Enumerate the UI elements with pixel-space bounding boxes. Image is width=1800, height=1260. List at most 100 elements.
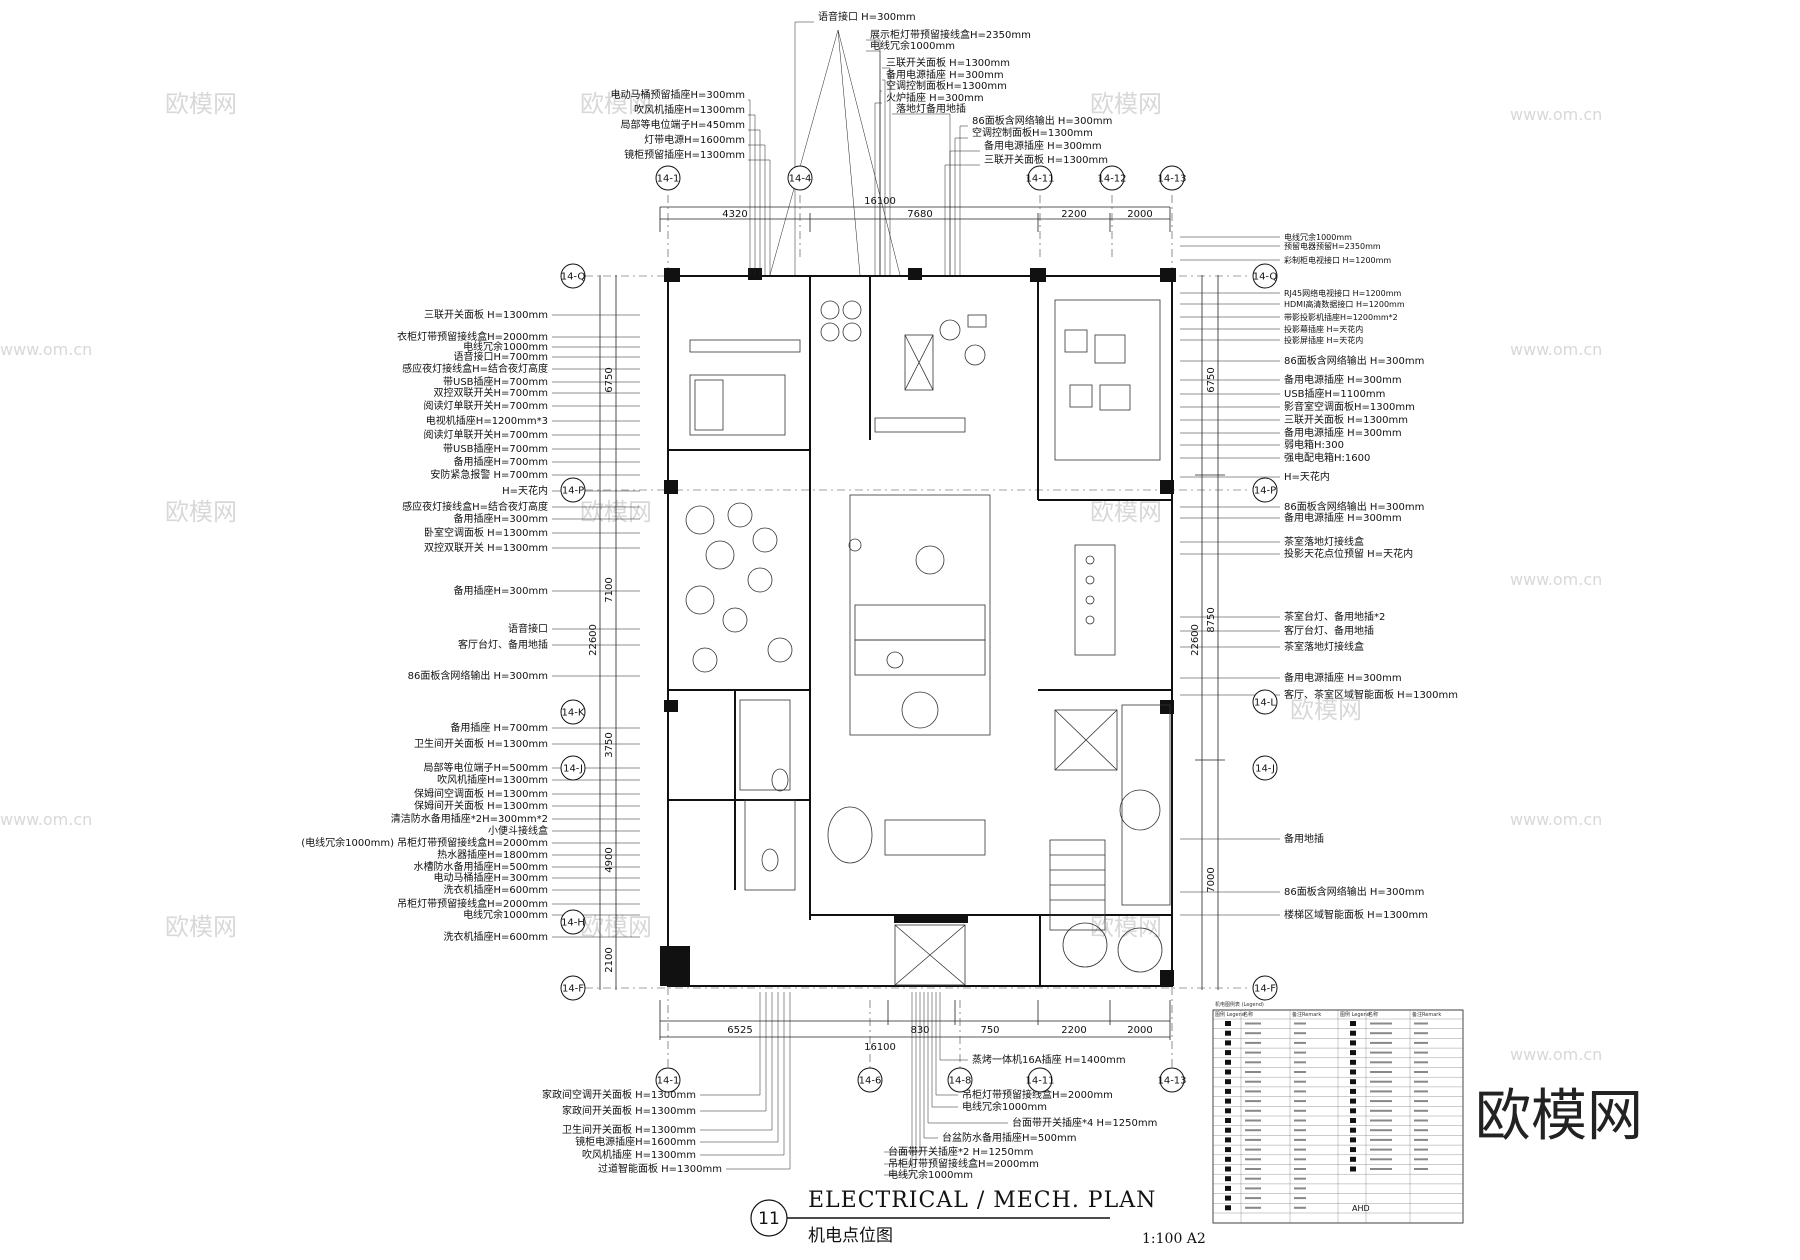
dim-top-seg1: 4320 <box>722 209 747 220</box>
annotation-left-label: 清洁防水备用插座*2H=300mm*2 <box>391 812 548 825</box>
grid-bubble <box>1027 165 1053 191</box>
annotation-left-label: 备用插座 H=700mm <box>450 721 548 734</box>
annotation-top-label: 备用电源插座 H=300mm <box>984 139 1102 152</box>
annotation-top-label: 备用电源插座 H=300mm <box>886 68 1004 81</box>
building-outline <box>667 275 1173 987</box>
annotation-top-label: 展示柜灯带预留接线盒H=2350mm <box>870 28 1031 41</box>
annotation-right-label: 投影天花点位预留 H=天花内 <box>1284 547 1413 560</box>
annotations-top: 语音接口 H=300mm 展示柜灯带预留接线盒H=2350mm电线冗余1000mm… <box>611 10 1113 166</box>
watermark-url: www.om.cn <box>0 340 92 359</box>
annotation-left-label: 带USB插座H=700mm <box>443 375 548 388</box>
furniture-layer <box>685 299 1171 986</box>
annotation-top-label: 火炉插座 H=300mm <box>886 91 984 104</box>
grid-bubble-label: 14-P <box>1254 486 1276 497</box>
grid-bubble-label: 14-13 <box>1157 174 1186 185</box>
watermark-text: 欧模网 <box>1090 498 1162 526</box>
leader-lines <box>552 21 1280 1176</box>
grid-bubble-label: 14-K <box>562 708 585 719</box>
annotation-left-label: 双控双联开关 H=1300mm <box>424 541 548 554</box>
annotation-bottom-label: 吹风机插座 H=1300mm <box>582 1148 696 1161</box>
annotation-left-label: H=天花内 <box>502 484 548 497</box>
annotation-top-label: 空调控制面板H=1300mm <box>886 79 1007 92</box>
grid-bubble <box>560 909 586 935</box>
annotation-left-label: 卧室空调面板 H=1300mm <box>424 526 548 539</box>
annotation-right-label: 客厅、茶室区域智能面板 H=1300mm <box>1284 688 1458 701</box>
legend-header: 名称 <box>1368 1011 1378 1018</box>
brand-logo-text: 欧模网 <box>1475 1084 1643 1149</box>
annotation-left-label: 语音接口H=700mm <box>454 350 548 363</box>
watermark-text: 欧模网 <box>165 498 237 526</box>
annotation-left-label: 吹风机插座H=1300mm <box>437 773 548 786</box>
annotation-left-label: 热水器插座H=1800mm <box>437 848 548 861</box>
watermark-url: www.om.cn <box>1510 340 1602 359</box>
annotation-right-label: 86面板含网络输出 H=300mm <box>1284 354 1424 367</box>
grid-bubble-label: 14-Q <box>1253 272 1278 283</box>
watermark-text: 欧模网 <box>1290 696 1362 724</box>
grid-bubble-label: 14-4 <box>789 174 812 185</box>
structural-columns <box>660 268 1176 986</box>
annotation-left-label: 保姆间开关面板 H=1300mm <box>414 799 548 812</box>
annotation-right-label: 弱电箱H:300 <box>1284 438 1344 451</box>
annotation-top-label: 吹风机插座H=1300mm <box>634 103 745 116</box>
annotation-bottom-label: 电线冗余1000mm <box>962 1100 1047 1113</box>
grid-axis-lines <box>585 195 1250 1075</box>
dim-top-seg4: 2000 <box>1127 209 1152 220</box>
grid-bubble <box>560 699 586 725</box>
annotation-left-label: 水槽防水备用插座H=500mm <box>414 860 548 873</box>
dim-left-seg3: 3750 <box>604 732 615 757</box>
annotation-top-label: 86面板含网络输出 H=300mm <box>972 114 1112 127</box>
drawing-title: ELECTRICAL / MECH. PLAN <box>808 1188 1156 1213</box>
grid-bubble <box>787 165 813 191</box>
legend-header: 备注Remark <box>1292 1011 1321 1018</box>
annotation-left-label: 洗衣机插座H=600mm <box>444 930 548 943</box>
annotation-top-label: 电线冗余1000mm <box>870 39 955 52</box>
grid-bubble <box>1027 1067 1053 1093</box>
grid-bubble <box>655 165 681 191</box>
dim-bottom-seg1: 6525 <box>727 1025 752 1036</box>
grid-bubble <box>1252 975 1278 1001</box>
legend-header: 图例 Legend <box>1215 1011 1245 1018</box>
annotation-right-label: 三联开关面板 H=1300mm <box>1284 413 1408 426</box>
annotation-top-label: 语音接口 H=300mm <box>818 10 916 23</box>
annotation-bottom-label: 蒸烤一体机16A插座 H=1400mm <box>972 1053 1126 1066</box>
watermark-text: 欧模网 <box>165 913 237 941</box>
annotations-left: 三联开关面板 H=1300mm衣柜灯带预留接线盒H=2000mm电线冗余1000… <box>301 308 548 943</box>
annotation-bottom-label: 家政间空调开关面板 H=1300mm <box>542 1088 696 1101</box>
annotation-right-label: 备用电源插座 H=300mm <box>1284 511 1402 524</box>
annotation-left-label: 电线冗余1000mm <box>463 340 548 353</box>
dim-left-seg2: 7100 <box>604 577 615 602</box>
annotation-right-label: 备用地插 <box>1284 832 1324 845</box>
grid-bubble <box>560 975 586 1001</box>
annotation-bottom-label: 家政间开关面板 H=1300mm <box>562 1104 696 1117</box>
annotation-left-label: (电线冗余1000mm) 吊柜灯带预留接线盒H=2000mm <box>301 836 548 849</box>
annotation-left-label: 86面板含网络输出 H=300mm <box>408 669 548 682</box>
dim-top-seg2: 7680 <box>907 209 932 220</box>
watermark-text: 欧模网 <box>580 90 652 118</box>
annotation-right-label: 备用电源插座 H=300mm <box>1284 426 1402 439</box>
annotation-left-label: 阅读灯单联开关H=700mm <box>424 428 548 441</box>
annotation-left-label: 客厅台灯、备用地插 <box>458 638 548 651</box>
annotation-left-label: 语音接口 <box>508 622 548 635</box>
annotation-left-label: 安防紧急报警 H=700mm <box>430 468 548 481</box>
annotation-left-label: 电视机插座H=1200mm*3 <box>426 414 548 427</box>
annotation-left-label: 卫生间开关面板 H=1300mm <box>414 737 548 750</box>
grid-bubble-label: 14-11 <box>1025 174 1054 185</box>
watermark-text: 欧模网 <box>1090 90 1162 118</box>
annotation-bottom-label: 吊柜灯带预留接线盒H=2000mm <box>962 1088 1113 1101</box>
dim-bottom-seg2: 830 <box>910 1025 929 1036</box>
annotation-top-label: 落地灯备用地插 <box>896 102 966 115</box>
annotation-right-label: HDMI高清数据接口 H=1200mm <box>1284 299 1405 309</box>
watermark-text: 欧模网 <box>165 90 237 118</box>
grid-bubble <box>560 263 586 289</box>
annotation-top-label: 空调控制面板H=1300mm <box>972 126 1093 139</box>
annotation-left-label: 阅读灯单联开关H=700mm <box>424 399 548 412</box>
annotation-bottom-label: 台面带开关插座*2 H=1250mm <box>888 1145 1033 1158</box>
dim-bottom-seg5: 2000 <box>1127 1025 1152 1036</box>
annotation-left-label: 洗衣机插座H=600mm <box>444 883 548 896</box>
annotation-top-label: 灯带电源H=1600mm <box>644 133 745 146</box>
grid-bubble <box>1099 165 1125 191</box>
annotation-left-label: 备用插座H=300mm <box>454 512 548 525</box>
